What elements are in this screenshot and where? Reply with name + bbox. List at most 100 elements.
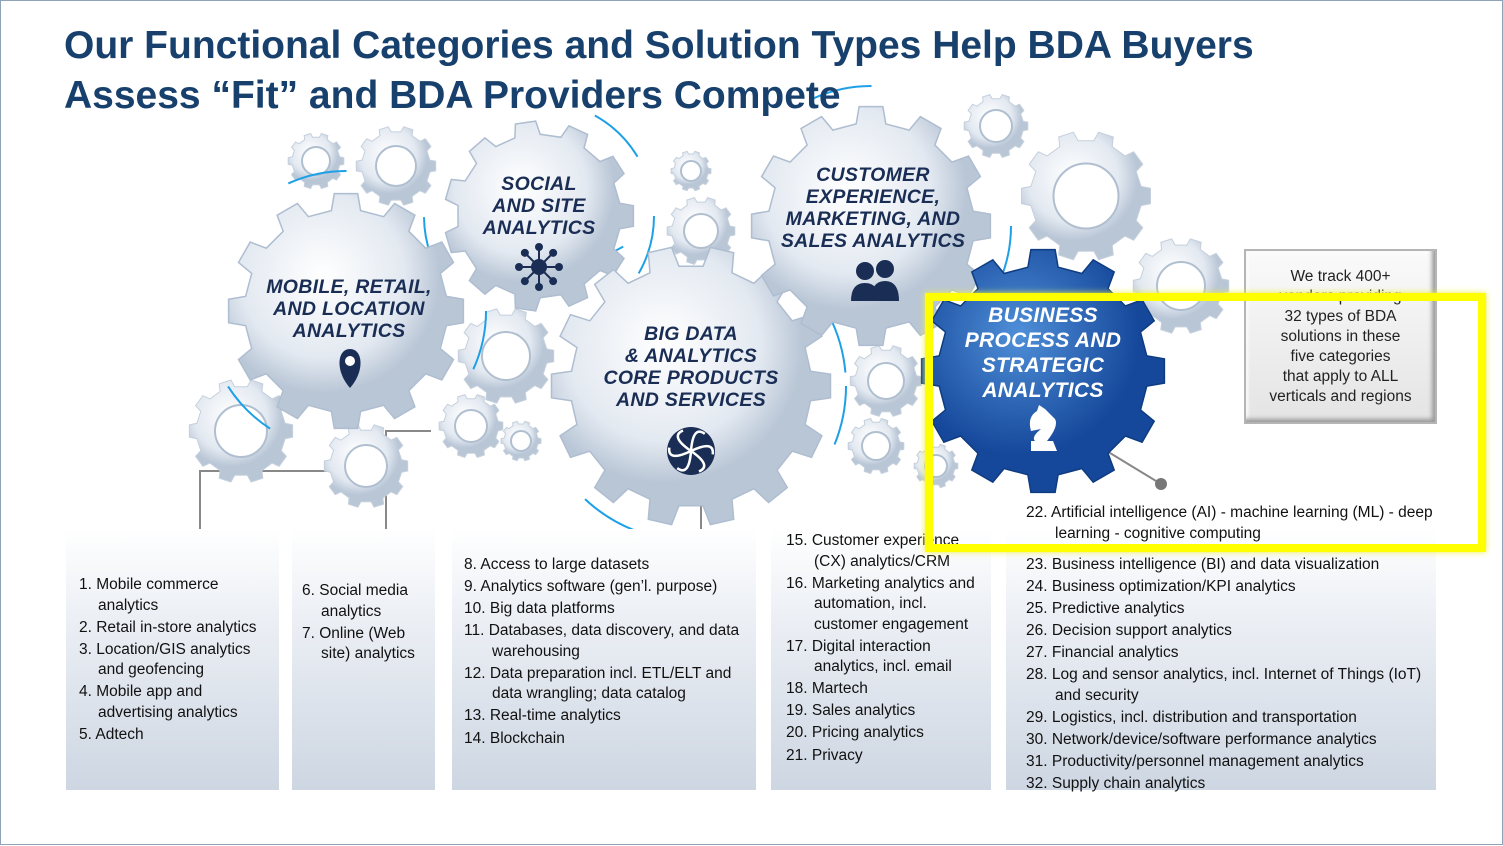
list-item: 2. Retail in-store analytics — [79, 618, 257, 636]
list-item: 15. Customer experience (CX) analytics/C… — [786, 532, 960, 570]
list-item: 18. Martech — [786, 680, 868, 698]
list-item: 6. Social media analytics — [302, 582, 408, 620]
list-item: 27. Financial analytics — [1026, 643, 1179, 661]
connector-line — [199, 470, 341, 556]
network-node — [549, 248, 558, 257]
gear-hole — [214, 404, 268, 458]
category-gear — [550, 246, 832, 526]
gear-hole — [1156, 261, 1206, 311]
person-head — [876, 260, 894, 278]
category-gear — [227, 192, 465, 430]
column-social: 6. Social media analytics 7. Online (Web … — [292, 529, 435, 790]
network-node — [535, 243, 543, 251]
gear-label-line: BUSINESS — [988, 304, 1098, 327]
network-node — [535, 283, 543, 291]
list-item: 31. Productivity/personnel management an… — [1026, 752, 1364, 770]
gear-label-line: AND LOCATION — [273, 298, 425, 320]
map-pin-icon — [339, 349, 361, 388]
network-node — [549, 277, 558, 286]
category-gear — [444, 120, 635, 312]
gear-hole — [344, 444, 388, 488]
gear-label-line: STRATEGIC — [981, 354, 1105, 377]
list-item: 21. Privacy — [786, 746, 863, 764]
gear-hole — [454, 409, 488, 443]
cycle-arrow-icon — [423, 100, 655, 332]
callout-line: verticals and regions — [1269, 388, 1412, 405]
list-item: 23. Business intelligence (BI) and data … — [1026, 555, 1380, 573]
gear-hole — [510, 430, 532, 452]
list-item: 5. Adtech — [79, 725, 144, 743]
category-gear — [750, 105, 992, 347]
callout-line: We track 400+ — [1290, 268, 1391, 285]
gear-hole — [1052, 162, 1120, 230]
gear-label-line: & ANALYTICS — [624, 345, 758, 367]
highlighted-item-ai: 22. Artificial intelligence (AI) - machi… — [1026, 504, 1433, 542]
list-item: 12. Data preparation incl. ETL/ELT and d… — [464, 664, 732, 703]
gear-label-line: CORE PRODUCTS — [603, 367, 779, 389]
list-item: 19. Sales analytics — [786, 702, 916, 720]
aperture-blade — [667, 447, 692, 458]
network-node — [555, 263, 563, 271]
gear-hole — [683, 213, 719, 249]
gear-label-line: BIG DATA — [644, 323, 738, 345]
callout-line: vendors providing — [1279, 288, 1402, 305]
list-item: 20. Pricing analytics — [786, 724, 924, 742]
list-item: 7. Online (Web site) analytics — [302, 624, 415, 663]
gear-label-line: MOBILE, RETAIL, — [266, 276, 432, 298]
chess-knight-icon — [1029, 405, 1057, 451]
connector-dot — [1155, 478, 1167, 490]
list-item: 13. Real-time analytics — [464, 707, 621, 725]
aperture-blade — [676, 450, 693, 472]
list-item: 29. Logistics, incl. distribution and tr… — [1026, 708, 1357, 726]
list-item: 30. Network/device/software performance … — [1026, 730, 1377, 748]
page-title: Our Functional Categories and Solution T… — [64, 24, 1254, 117]
list-item: 4. Mobile app and advertising analytics — [79, 683, 238, 721]
list-item: 16. Marketing analytics and automation, … — [786, 574, 975, 633]
list-item: 9. Analytics software (gen’l. purpose) — [464, 578, 718, 596]
gear-label-line: SALES ANALYTICS — [780, 230, 966, 252]
list-item: 32. Supply chain analytics — [1026, 774, 1206, 792]
gear-label-line: AND SERVICES — [616, 389, 766, 411]
people-icon — [856, 262, 874, 280]
network-node — [520, 248, 529, 257]
aperture-blade — [690, 444, 715, 455]
network-node — [520, 277, 529, 286]
cycle-arrow-icon — [730, 85, 1012, 367]
list-item: 10. Big data platforms — [464, 600, 615, 618]
list-item: 26. Decision support analytics — [1026, 621, 1232, 639]
gear-label-line: ANALYTICS — [482, 217, 596, 239]
gear-hole — [481, 331, 531, 381]
column-business: 23. Business intelligence (BI) and data … — [1006, 529, 1436, 792]
gear-hole — [680, 160, 702, 182]
cycle-arrow-icon — [205, 170, 487, 452]
gear-hole — [861, 431, 891, 461]
callout-line: five categories — [1290, 348, 1391, 365]
list-item: 28. Log and sensor analytics, incl. Inte… — [1026, 666, 1422, 704]
gear-label-line: MARKETING, AND — [785, 208, 961, 230]
person-body — [871, 281, 899, 301]
gear-label-line: EXPERIENCE, — [805, 186, 941, 208]
gear-hole — [867, 362, 905, 400]
gear-label-line: SOCIAL — [501, 173, 577, 195]
connector-line — [385, 430, 431, 556]
gear-hole — [301, 146, 331, 176]
list-item: 8. Access to large datasets — [464, 556, 650, 573]
gear-label-line: ANALYTICS — [292, 320, 406, 342]
gear-hole — [924, 454, 948, 478]
pin-hole — [345, 356, 355, 366]
aperture-blade — [690, 449, 706, 473]
gear-label-line: CUSTOMER — [816, 164, 930, 186]
gear-label-line: PROCESS AND — [964, 329, 1122, 352]
cycle-arrow-icon — [535, 230, 847, 542]
callout-line: solutions in these — [1280, 328, 1401, 345]
column-core: 8. Access to large datasets 9. Analytics … — [452, 529, 756, 790]
list-item: 24. Business optimization/KPI analytics — [1026, 577, 1296, 595]
